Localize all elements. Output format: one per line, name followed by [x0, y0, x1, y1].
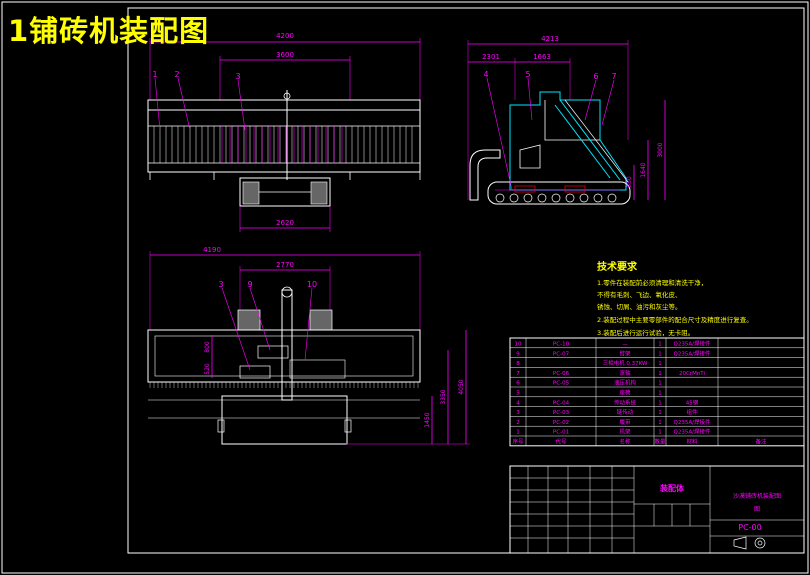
bom-cell: PC-05	[553, 381, 570, 387]
bom-cell: 1	[658, 361, 662, 367]
notes-line-2: 不得有毛刺、飞边、氧化皮、	[597, 290, 682, 299]
bom-cell: PC-06	[553, 371, 570, 377]
callout-3: 3	[235, 72, 240, 81]
bom-cell: 1	[658, 342, 662, 348]
tb-drawing-name: 沙漠铺砖机装配图	[733, 492, 781, 500]
dim-top-inner: 2770	[276, 261, 294, 269]
bom-cell: 1	[658, 410, 662, 416]
notes-line-5: 3.装配后进行运行试验，无卡阻。	[597, 328, 694, 337]
tb-assembly: 装配体	[659, 483, 685, 493]
technical-notes: 技术要求 1.零件在装配前必须清理和清洗干净， 不得有毛刺、飞边、氧化皮、 锈蚀…	[597, 260, 753, 337]
callout-6: 6	[593, 72, 598, 81]
bom-cell: 1	[658, 400, 662, 406]
bom-cell: 8	[516, 361, 520, 367]
bom-header-cell: 材料	[686, 438, 698, 446]
bom-cell: 1	[516, 430, 520, 436]
bom-cell: 链传动	[617, 408, 634, 416]
callout-3b: 3	[218, 280, 223, 289]
dim-top-h1: 4050	[458, 379, 465, 394]
bom-cell: 传动系统	[614, 398, 637, 406]
bom-cell: 7	[516, 371, 520, 377]
bom-cell: Q235A/焊接件	[674, 340, 711, 348]
bom-header-cell: 名称	[619, 438, 631, 446]
side-view: 4213 2301 1663 1640 3000 850 4 5	[467, 35, 666, 205]
bom-header-cell: 备注	[755, 438, 767, 446]
front-view: 4200 3600 2620 1 2 3	[147, 32, 421, 232]
dim-side-b: 1663	[533, 53, 551, 61]
dim-side-a: 2301	[482, 53, 500, 61]
callout-9: 9	[247, 280, 252, 289]
dim-top-h2: 3350	[440, 389, 447, 404]
bom-cell: 6	[516, 381, 520, 387]
callout-10: 10	[307, 280, 317, 289]
dim-top-small1: 800	[204, 341, 211, 353]
bom-cell: PC-04	[553, 400, 570, 406]
bom-header-cell: 序号	[512, 438, 524, 446]
bom-cell: 1	[658, 351, 662, 357]
notes-line-1: 1.零件在装配前必须清理和清洗干净，	[597, 278, 707, 287]
bom-cell: 臂架	[619, 349, 631, 357]
bom-cell: 2	[516, 420, 520, 426]
bom-cell: 4	[516, 400, 520, 406]
bom-cell: PC-02	[553, 420, 569, 426]
bom-header-cell: 代号	[555, 438, 567, 446]
top-view: 4190 2770 800 520 4050 3350	[147, 246, 470, 445]
dim-side-h2: 3000	[657, 142, 664, 157]
callout-5: 5	[525, 70, 530, 79]
bom-cell: 机架	[619, 428, 631, 436]
dim-front-inner: 3600	[276, 51, 294, 59]
bom-cell: 5	[516, 391, 520, 397]
bom-cell: 10	[515, 342, 522, 348]
dim-side-h3: 850	[626, 176, 633, 188]
bom-cell: 履带	[619, 419, 631, 426]
dim-side-total: 4213	[541, 35, 559, 43]
callout-2: 2	[174, 70, 179, 79]
projection-symbol-icon	[733, 536, 766, 550]
dim-top-small2: 520	[204, 363, 211, 375]
callout-4: 4	[483, 70, 488, 79]
bom-cell: 45钢	[686, 398, 699, 406]
notes-line-4: 2.装配过程中主要零部件的配合尺寸及精度进行复查。	[597, 315, 753, 324]
bom-cell: 1	[658, 391, 662, 397]
dim-top-h3: 1450	[424, 412, 431, 427]
page-title: 1铺砖机装配图	[8, 14, 210, 48]
bom-cell: 1	[658, 420, 662, 426]
bom-cell: 三相电机 0.37KW	[603, 359, 648, 367]
bom-cell: PC-07	[553, 351, 570, 357]
bom-cell: PC-03	[553, 410, 570, 416]
bom-cell: Q235A/焊接件	[674, 428, 711, 436]
tb-drawing-sub: 图	[754, 506, 760, 513]
bom-cell: 液压机构	[614, 379, 637, 387]
dim-side-h1: 1640	[640, 162, 647, 177]
bom-cell: 3	[516, 410, 520, 416]
dim-front-total: 4200	[276, 32, 294, 40]
tb-code: PC-00	[738, 523, 761, 532]
bom-cell: 20CrMnTi	[679, 371, 706, 377]
bom-cell: 滚轴	[619, 369, 631, 377]
bom-cell: Q235A/焊接件	[674, 418, 711, 426]
callout-1: 1	[152, 70, 157, 79]
title-block: 装配体 沙漠铺砖机装配图 图 PC-00	[509, 465, 805, 554]
dim-top-total: 4190	[203, 246, 221, 254]
bom-header-cell: 数量	[654, 438, 666, 446]
bom-cell: —	[622, 342, 628, 348]
bom-cell: 组件	[686, 408, 698, 416]
notes-line-3: 锈蚀、切屑、油污和灰尘等。	[597, 302, 682, 311]
notes-heading: 技术要求	[597, 260, 638, 273]
bom-cell: 9	[516, 351, 520, 357]
bom-cell: 1	[658, 381, 662, 387]
bom-cell: PC-10	[553, 342, 570, 348]
bom-cell: 座椅	[619, 389, 631, 397]
bom-cell: Q235A/焊接件	[674, 349, 711, 357]
bom-cell: 1	[658, 371, 662, 377]
bom-cell: 1	[658, 430, 662, 436]
callout-7: 7	[611, 72, 616, 81]
bom-cell: PC-01	[553, 430, 569, 436]
inner-frame	[127, 7, 805, 554]
dim-front-bottom: 2620	[276, 219, 294, 227]
